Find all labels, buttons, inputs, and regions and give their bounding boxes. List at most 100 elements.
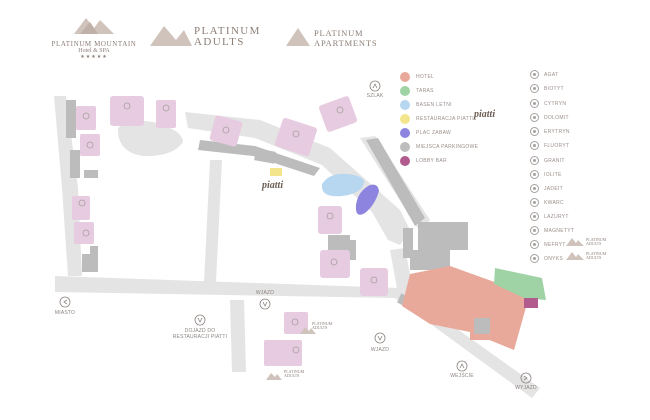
legend-playground-swatch (400, 128, 410, 138)
brand-mountain-line2: Hotel & SPA (78, 48, 110, 54)
legend-piatti-logo: piatti (474, 109, 496, 120)
building-13 (284, 312, 308, 334)
building-14 (264, 340, 302, 366)
legend-building-fluoryt[interactable]: FLUORYT (530, 141, 569, 150)
legend-building-nefryt[interactable]: NEFRYT (530, 240, 566, 249)
marker-10 (326, 212, 334, 220)
wjazd-bottom-marker (374, 332, 386, 344)
building-pin-icon (530, 113, 539, 122)
map-adults-label-a: PLATINUM ADULTS (312, 322, 332, 330)
marker-4 (162, 104, 170, 112)
legend-terrace-swatch (400, 86, 410, 96)
legend-restaurant-swatch (400, 114, 410, 124)
label-dojazd: DOJAZD DO RESTAURACJI PIATTI (170, 328, 230, 340)
brand-adults-line2: ADULTS (194, 36, 245, 48)
building-5 (209, 115, 243, 147)
brand-platinum-adults: PLATINUM ADULTS (194, 26, 274, 48)
legend-building-label: DOLOMIT (544, 114, 569, 121)
parking-top (198, 140, 320, 176)
legend-building-granit[interactable]: GRANIT (530, 156, 565, 165)
map-adults-a-line1: PLATINUM (312, 321, 333, 326)
legend-building-label: ERYTRYN (544, 128, 570, 135)
legend-building-onyks[interactable]: ONYKS (530, 254, 563, 263)
szlak-marker (369, 80, 381, 92)
summer-pool (321, 173, 365, 197)
building-pin-icon (530, 184, 539, 193)
legend-lobby-bar-label: LOBBY BAR (416, 158, 447, 164)
building-2 (80, 134, 100, 156)
brand-adults-line1: PLATINUM (194, 25, 261, 37)
legend-building-magnetyt[interactable]: MAGNETYT (530, 226, 574, 235)
legend-building-label: BIOTYT (544, 85, 564, 92)
brand-apartments-line2: APARTMENTS (314, 38, 378, 48)
building-pin-icon (530, 70, 539, 79)
dojazd-marker (194, 314, 206, 326)
hotel-main (402, 266, 528, 350)
map-adults-icon-b (266, 373, 282, 380)
building-pin-icon (530, 226, 539, 235)
parking-left-5 (84, 170, 98, 178)
legend-playground-label: PLAC ZABAW (416, 130, 452, 136)
legend-building-erytryn[interactable]: ERYTRYN (530, 127, 570, 136)
legend-terrace[interactable]: TARAS (400, 86, 434, 96)
label-wejscie: WEJŚCIE (450, 373, 474, 379)
legend-pool[interactable]: BASEN LETNI (400, 100, 452, 110)
terrace (494, 268, 546, 300)
legend-adults-tag-2: PLATINUM ADULTS (586, 251, 607, 260)
brand-mountain-stars: ★★★★★ (80, 55, 108, 60)
label-szlak: SZLAK (366, 93, 384, 99)
platinum-apartments-logo (286, 28, 310, 46)
marker-6 (292, 130, 300, 138)
building-pin-icon (530, 240, 539, 249)
legend-building-jadeit[interactable]: JADEIT (530, 184, 563, 193)
legend-hotel[interactable]: HOTEL (400, 72, 434, 82)
legend-lobby-bar[interactable]: LOBBY BAR (400, 156, 447, 166)
building-12 (360, 268, 388, 296)
marker-9 (82, 229, 90, 237)
wjazd-top-marker (259, 298, 271, 310)
legend-playground[interactable]: PLAC ZABAW (400, 128, 451, 138)
marker-2 (86, 141, 94, 149)
building-7 (319, 96, 357, 132)
legend-parking[interactable]: MIEJSCA PARKINGOWE (400, 142, 478, 152)
legend-building-label: IOLITE (544, 171, 562, 178)
center-road (204, 160, 222, 282)
parking-left-2 (70, 150, 80, 178)
legend-building-biotyt[interactable]: BIOTYT (530, 84, 564, 93)
marker-3 (123, 102, 131, 110)
parking-top-2 (254, 148, 276, 164)
legend-building-iolite[interactable]: IOLITE (530, 170, 562, 179)
loop-road (117, 120, 183, 157)
marker-1 (82, 112, 90, 120)
legend-pool-label: BASEN LETNI (416, 102, 452, 108)
map-adults-b-line2: ADULTS (284, 373, 300, 378)
legend-restaurant[interactable]: RESTAURACJA PIATTI (400, 114, 474, 124)
marker-11 (330, 258, 338, 266)
building-pin-icon (530, 170, 539, 179)
legend-building-label: GRANIT (544, 157, 565, 164)
restaurant-piatti (270, 168, 282, 176)
parking-right-5 (403, 228, 413, 258)
legend-building-agat[interactable]: AGAT (530, 70, 558, 79)
legend-building-kwarc[interactable]: KWARC (530, 198, 564, 207)
wyjazd-marker (520, 372, 532, 384)
building-8 (72, 196, 90, 220)
parking-right-3 (410, 250, 450, 270)
legend-building-cytryn[interactable]: CYTRYN (530, 99, 566, 108)
building-markers (78, 102, 378, 354)
building-1 (76, 106, 96, 130)
legend-lobby-bar-swatch (400, 156, 410, 166)
legend-hotel-swatch (400, 72, 410, 82)
legend-building-lazuryt[interactable]: LAZURYT (530, 212, 569, 221)
brand-apartments-line1: PLATINUM (314, 28, 364, 38)
building-9 (74, 222, 94, 244)
legend-building-dolomit[interactable]: DOLOMIT (530, 113, 569, 122)
building-pin-icon (530, 156, 539, 165)
legend-restaurant-label: RESTAURACJA PIATTI (416, 116, 474, 122)
legend-parking-label: MIEJSCA PARKINGOWE (416, 144, 479, 150)
legend-adults-tag-1: PLATINUM ADULTS (586, 237, 607, 246)
parking-right-2 (418, 222, 468, 250)
legend-building-label: ONYKS (544, 255, 564, 262)
building-pin-icon (530, 141, 539, 150)
